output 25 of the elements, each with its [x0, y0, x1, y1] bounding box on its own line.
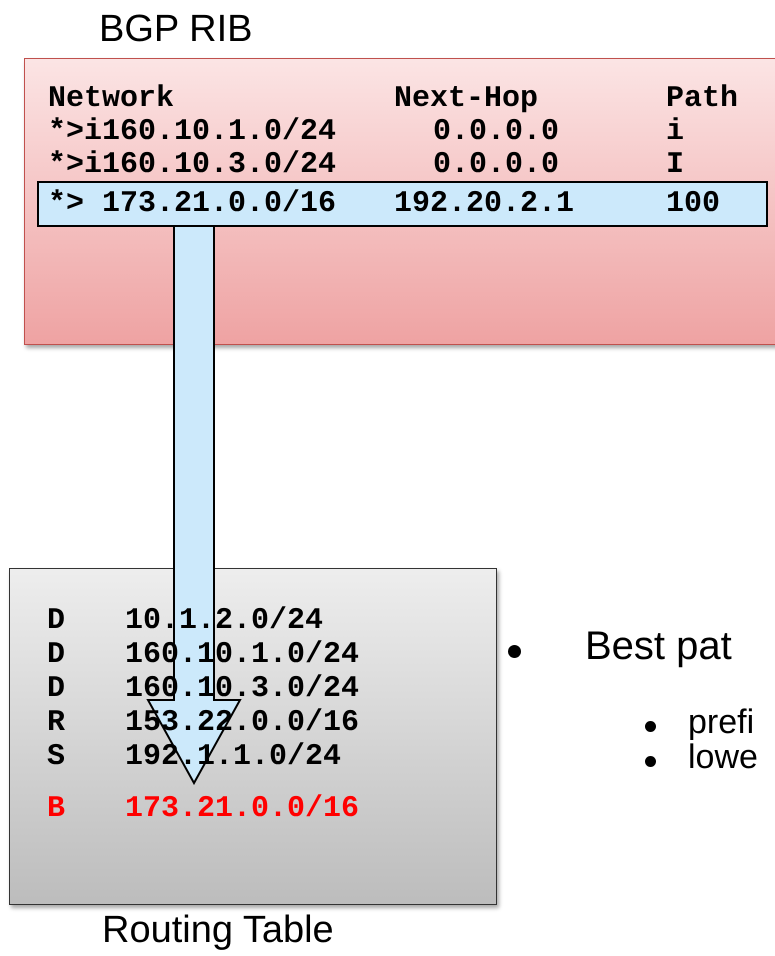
table-cell: *>i160.10.1.0/24 [48, 115, 336, 149]
route-code: D [47, 672, 66, 706]
table-cell: 192.20.2.1 [394, 187, 574, 221]
column-header: Next-Hop [394, 82, 538, 116]
column-header: Network [48, 82, 174, 116]
table-cell: *> 173.21.0.0/16 [48, 187, 336, 221]
bullet-text: Best pat [585, 623, 732, 670]
column-header: Path [666, 82, 738, 116]
block-arrow [146, 225, 242, 786]
table-cell: I [666, 148, 684, 182]
route-code: B [47, 792, 66, 826]
route-code: D [47, 604, 66, 638]
table-cell: 0.0.0.0 [433, 148, 560, 182]
route-code: D [47, 638, 66, 672]
route-code: S [47, 740, 66, 774]
table-cell: i [666, 115, 684, 149]
route-code: R [47, 706, 66, 740]
bullet-text: prefi [688, 702, 754, 743]
panel-title: BGP RIB [99, 7, 252, 51]
table-cell: *>i160.10.3.0/24 [48, 148, 336, 182]
highlighted-row [37, 181, 768, 227]
route-prefix: 173.21.0.0/16 [125, 792, 360, 826]
table-cell: 100 [666, 187, 720, 221]
table-cell: 0.0.0.0 [433, 115, 560, 149]
panel-title: Routing Table [102, 908, 334, 952]
